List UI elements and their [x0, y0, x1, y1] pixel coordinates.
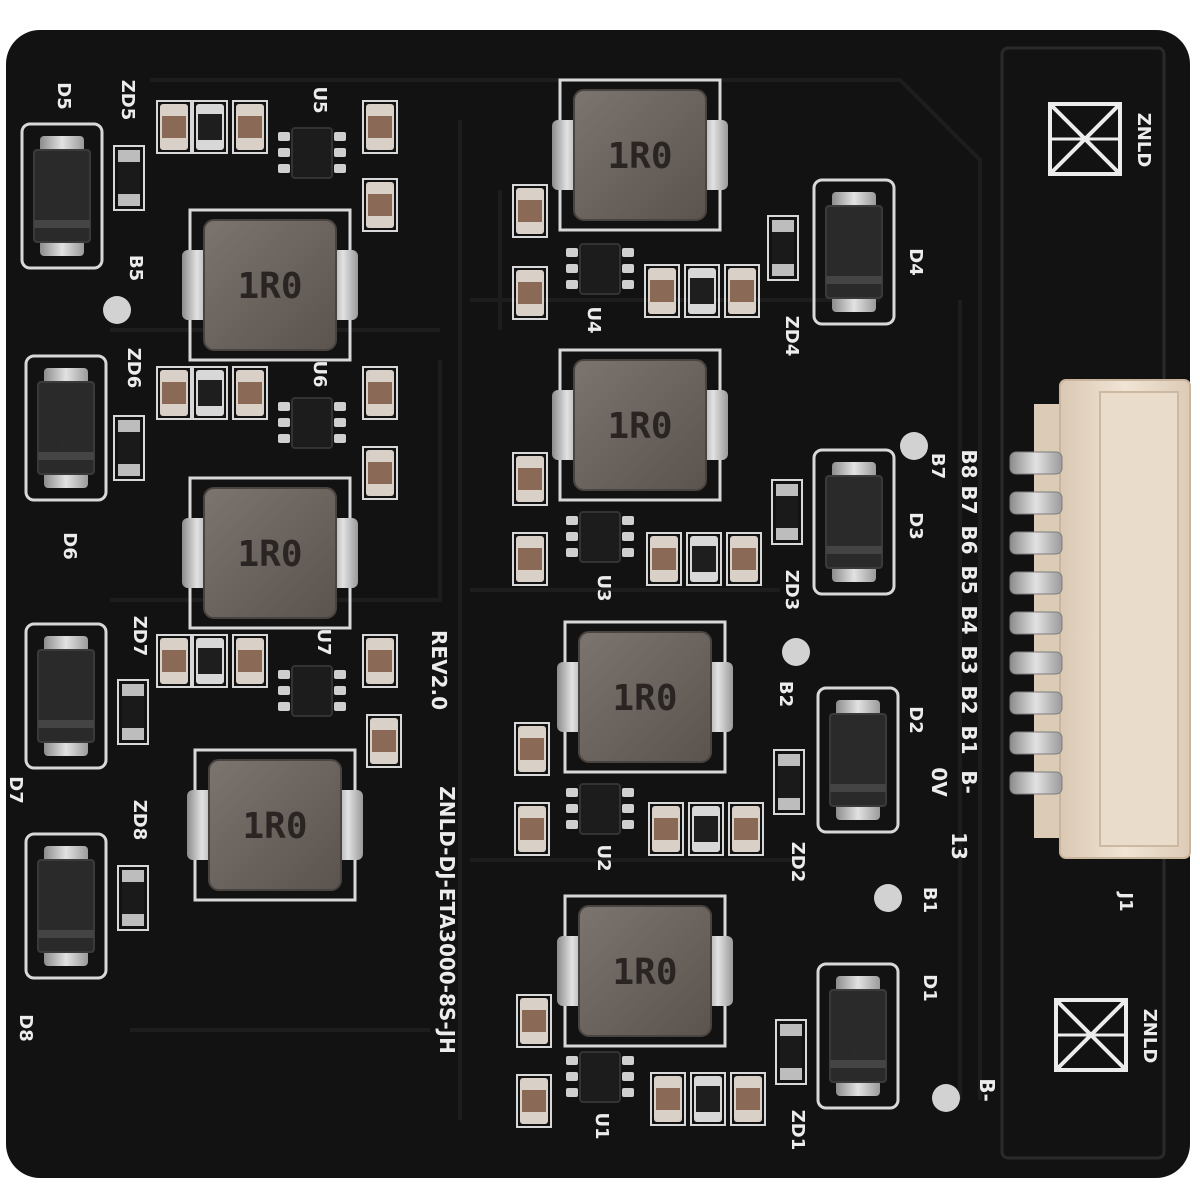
svg-text:ZD6: ZD6 — [123, 348, 144, 389]
svg-text:U5: U5 — [309, 86, 330, 113]
inductor-l6: 1R0 — [185, 748, 365, 902]
diode-marking: SS24 — [844, 500, 863, 545]
test-pads — [103, 296, 960, 1112]
connector-ref: J1 — [1115, 890, 1136, 911]
svg-text:U1: U1 — [591, 1112, 612, 1139]
diode-d1: SS24 — [816, 962, 900, 1110]
svg-text:ZD3: ZD3 — [781, 570, 802, 611]
pad-label-b2: B2 — [775, 681, 796, 707]
diode-marking: SS24 — [56, 674, 75, 719]
svg-text:ZD4: ZD4 — [781, 316, 802, 357]
svg-text:U4: U4 — [583, 306, 604, 333]
brand-logo-text: ZNLD — [1133, 113, 1154, 168]
inductor-l7: 1R0 — [555, 894, 735, 1048]
inductor-marking: 1R0 — [607, 406, 672, 447]
brand-logo-top: ZNLD — [1048, 102, 1154, 176]
pad-label-bminus: B- — [975, 1078, 999, 1102]
svg-text:D3: D3 — [905, 512, 926, 539]
inductor-l4: 1R0 — [180, 476, 360, 630]
brand-logo-bottom: ZNLD — [1054, 998, 1160, 1072]
svg-text:U6: U6 — [309, 360, 330, 387]
svg-text:U7: U7 — [313, 628, 334, 655]
ref-designators: D5 ZD5 U5 ZD6 U6 D6 ZD7 U7 D7 ZD8 D8 D4 … — [5, 80, 940, 1151]
board-model-label: ZNLD-DJ-ETA3000-8S-JH — [435, 786, 459, 1054]
svg-text:ZD1: ZD1 — [787, 1110, 808, 1151]
pin-label: B1 — [957, 725, 981, 754]
diode-marking: SS24 — [56, 406, 75, 451]
pad-labels: B- B1 B2 B7 B5 — [125, 255, 999, 1102]
svg-text:D4: D4 — [905, 248, 926, 275]
inductor-marking: 1R0 — [237, 266, 302, 307]
pad-label-b1: B1 — [919, 887, 940, 913]
brand-logo-text: ZNLD — [1139, 1009, 1160, 1064]
pad-label-b5: B5 — [125, 255, 146, 281]
pin-label: B2 — [957, 685, 981, 714]
pin-label: B- — [957, 770, 981, 794]
pin-count-label: 13 — [947, 832, 971, 860]
inductor-l1: 1R0 — [550, 78, 730, 232]
svg-text:U3: U3 — [593, 574, 614, 601]
svg-text:ZD5: ZD5 — [117, 80, 138, 121]
svg-text:ZD7: ZD7 — [129, 616, 150, 657]
pin-label: B6 — [957, 525, 981, 554]
diode-marking: SS24 — [848, 1014, 867, 1059]
inductor-marking: 1R0 — [237, 534, 302, 575]
svg-text:ZD8: ZD8 — [129, 800, 150, 841]
diode-d7: SS24 — [24, 622, 108, 770]
svg-text:D8: D8 — [15, 1014, 36, 1041]
diode-d4: SS24 — [812, 178, 896, 326]
connector-pin-labels: B8 B7 B6 B5 B4 B3 B2 B1 B- 0V 13 J1 — [927, 449, 1136, 911]
board-revision-label: REV2.0 — [427, 630, 451, 710]
pin-label: B7 — [957, 485, 981, 514]
svg-text:U2: U2 — [593, 844, 614, 871]
svg-text:D2: D2 — [905, 706, 926, 733]
copper-traces — [110, 78, 982, 1120]
diode-d3: SS24 — [812, 448, 896, 596]
svg-text:D7: D7 — [5, 776, 26, 803]
pin-label: B8 — [957, 449, 981, 478]
connector-j1 — [1009, 379, 1191, 859]
pin-label: B3 — [957, 645, 981, 674]
diode-marking: SS24 — [56, 884, 75, 929]
svg-text:D1: D1 — [919, 974, 940, 1001]
inductor-marking: 1R0 — [612, 678, 677, 719]
pad-label-b7: B7 — [927, 453, 948, 479]
inductor-marking: 1R0 — [612, 952, 677, 993]
svg-text:D6: D6 — [59, 532, 80, 559]
diode-d6: SS24 — [24, 354, 108, 502]
pin-label: B4 — [957, 605, 981, 634]
inductor-l2: 1R0 — [180, 208, 360, 362]
inductor-marking: 1R0 — [242, 806, 307, 847]
diode-marking: SS24 — [844, 230, 863, 275]
diode-marking: SS24 — [848, 738, 867, 783]
diode-d8: SS24 — [24, 832, 108, 980]
pin-label: B5 — [957, 565, 981, 594]
ov-label: 0V — [927, 767, 951, 797]
diode-d2: SS24 — [816, 686, 900, 834]
inductor-l5: 1R0 — [555, 620, 735, 774]
inductor-marking: 1R0 — [607, 136, 672, 177]
inductor-l3: 1R0 — [550, 348, 730, 502]
svg-text:ZD2: ZD2 — [787, 842, 808, 883]
svg-text:D5: D5 — [53, 82, 74, 109]
